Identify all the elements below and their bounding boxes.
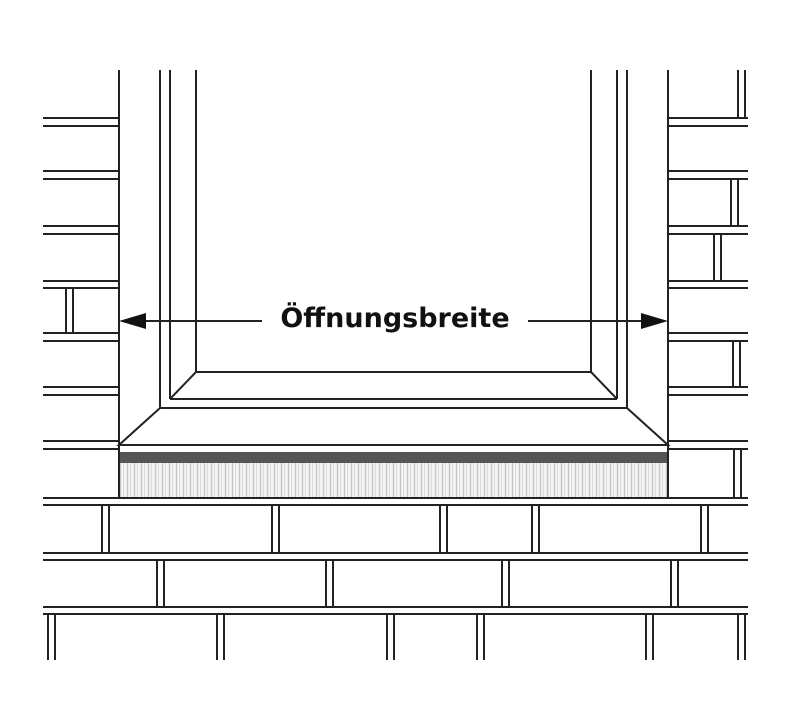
window-frame [159,70,628,409]
left-arrowhead [119,313,146,329]
right-brick-wall [667,70,748,497]
lower-brick-wall [43,497,748,660]
left-brick-wall [43,70,120,452]
window-sill [116,407,671,498]
dimension-line [119,313,668,329]
right-arrowhead [641,313,668,329]
dimension-label: Öffnungsbreite [262,296,528,342]
